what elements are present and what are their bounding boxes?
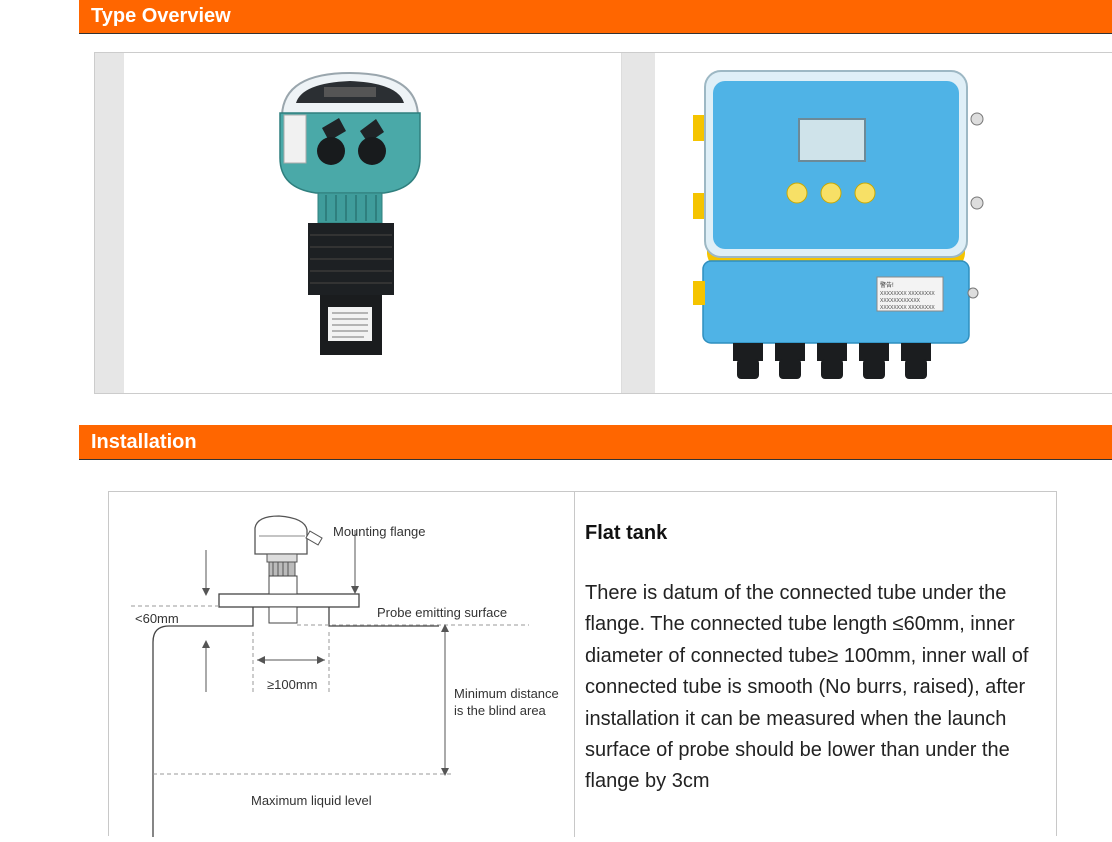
device-label-line: 警告! xyxy=(880,281,894,289)
flat-tank-diagram: Mounting flange Probe emitting surface <… xyxy=(131,515,559,837)
product-gallery: 警告! XXXXXXXX XXXXXXXX XXXXXXXXXXXX XXXXX… xyxy=(94,52,1112,394)
product-image-transmitter: 警告! XXXXXXXX XXXXXXXX XXXXXXXXXXXX XXXXX… xyxy=(655,53,1112,393)
label-max-liquid-level: Maximum liquid level xyxy=(251,793,372,808)
label-min-distance: Minimum distance xyxy=(454,686,559,701)
ultrasonic-probe-image xyxy=(279,71,421,355)
transmitter-box-image: 警告! XXXXXXXX XXXXXXXX XXXXXXXXXXXX XXXXX… xyxy=(693,70,984,379)
column-divider xyxy=(574,492,575,837)
installation-table: Mounting flange Probe emitting surface <… xyxy=(108,491,1057,837)
install-body: There is datum of the connected tube und… xyxy=(585,582,1029,793)
label-lt60: <60mm xyxy=(135,611,179,626)
label-blind-area: is the blind area xyxy=(454,703,547,718)
section-header-type-overview: Type Overview xyxy=(79,0,1112,34)
installation-text: Flat tank There is datum of the connecte… xyxy=(585,522,1045,798)
device-label-line: XXXXXXXXXXXX xyxy=(880,298,921,304)
device-label-line: XXXXXXXX XXXXXXXX xyxy=(880,291,935,297)
device-label-line: XXXXXXXX XXXXXXXX xyxy=(880,305,935,311)
gallery-gutter xyxy=(95,53,124,393)
label-mounting-flange: Mounting flange xyxy=(333,524,426,539)
gallery-gutter xyxy=(622,53,655,393)
product-image-probe xyxy=(124,53,622,393)
section-title: Type Overview xyxy=(91,5,231,27)
label-ge100: ≥100mm xyxy=(267,677,317,692)
installation-diagram: Mounting flange Probe emitting surface <… xyxy=(109,492,574,837)
label-probe-surface: Probe emitting surface xyxy=(377,605,507,620)
section-title: Installation xyxy=(91,431,197,453)
section-header-installation: Installation xyxy=(79,425,1112,460)
install-title: Flat tank xyxy=(585,522,668,544)
